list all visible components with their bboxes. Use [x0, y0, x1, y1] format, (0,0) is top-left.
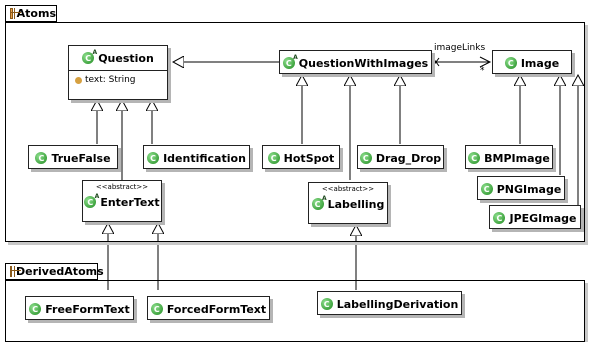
class-header: C Drag_Drop: [358, 146, 443, 170]
class-name: PNGImage: [496, 182, 562, 196]
class-header: C Image: [493, 51, 571, 75]
class-attributes: text: String: [69, 70, 167, 89]
class-icon: C: [267, 152, 280, 164]
class-name: Question: [98, 51, 154, 65]
class-icon: C: [493, 212, 506, 224]
class-stereotype: <<abstract>>: [321, 185, 375, 193]
package-tab-atoms[interactable]: Atoms: [5, 5, 57, 22]
class-icon: C: [480, 183, 493, 195]
class-name: JPEGImage: [509, 211, 577, 225]
class-icon: C: [35, 152, 48, 164]
class-icon: C: [29, 303, 42, 315]
class-forced-form-text[interactable]: C ForcedFormText: [147, 296, 270, 320]
class-header: C HotSpot: [263, 146, 339, 170]
class-png-image[interactable]: C PNGImage: [477, 176, 565, 200]
class-name: FreeFormText: [45, 302, 130, 316]
class-name: EnterText: [100, 195, 160, 209]
class-name: ForcedFormText: [166, 302, 267, 316]
class-true-false[interactable]: C TrueFalse: [28, 145, 118, 169]
class-name: QuestionWithImages: [298, 56, 429, 70]
class-name: Drag_Drop: [375, 151, 442, 165]
class-labelling-derivation[interactable]: C LabellingDerivation: [317, 291, 462, 315]
uml-diagram-canvas: [0, 0, 589, 290]
class-name: TrueFalse: [51, 151, 111, 165]
package-tab-derived-atoms[interactable]: DerivedAtoms: [5, 263, 104, 280]
attribute-text: text: String: [85, 75, 136, 85]
package-icon: [10, 8, 20, 19]
package-icon: [10, 266, 21, 277]
class-header: C PNGImage: [478, 177, 564, 201]
class-header: C JPEGImage: [490, 206, 580, 230]
association-imagelinks: [432, 56, 492, 68]
class-image[interactable]: C Image: [492, 50, 572, 74]
class-icon: C: [147, 152, 160, 164]
class-hot-spot[interactable]: C HotSpot: [262, 145, 340, 169]
class-header: C LabellingDerivation: [318, 292, 461, 316]
class-name: HotSpot: [283, 151, 335, 165]
class-header: C BMPImage: [466, 146, 552, 170]
class-stereotype: <<abstract>>: [95, 183, 149, 191]
attribute-icon: [75, 76, 82, 84]
package-name: DerivedAtoms: [16, 265, 104, 278]
class-jpeg-image[interactable]: C JPEGImage: [489, 205, 581, 229]
class-icon: C: [150, 303, 163, 315]
class-name: Labelling: [327, 197, 385, 211]
class-header: C FreeFormText: [26, 297, 133, 321]
generalization-lines: [97, 62, 578, 290]
association-multiplicity: *: [480, 66, 485, 76]
class-name: Image: [520, 56, 560, 70]
class-free-form-text[interactable]: C FreeFormText: [25, 296, 134, 320]
package-name: Atoms: [16, 7, 56, 20]
class-name: LabellingDerivation: [336, 297, 459, 311]
class-bmp-image[interactable]: C BMPImage: [465, 145, 553, 169]
class-drag-drop[interactable]: C Drag_Drop: [357, 145, 444, 169]
class-icon: C: [359, 152, 372, 164]
class-icon: C: [504, 57, 517, 69]
association-label: imageLinks: [434, 43, 486, 53]
class-header: C ForcedFormText: [148, 297, 269, 321]
class-icon: C: [468, 152, 481, 164]
class-icon: C: [320, 298, 333, 310]
class-identification[interactable]: C Identification: [143, 145, 250, 169]
class-header: C Identification: [144, 146, 249, 170]
package-body-atoms: [5, 22, 585, 242]
class-header: C TrueFalse: [29, 146, 117, 170]
class-name: Identification: [163, 151, 246, 165]
class-name: BMPImage: [484, 151, 550, 165]
